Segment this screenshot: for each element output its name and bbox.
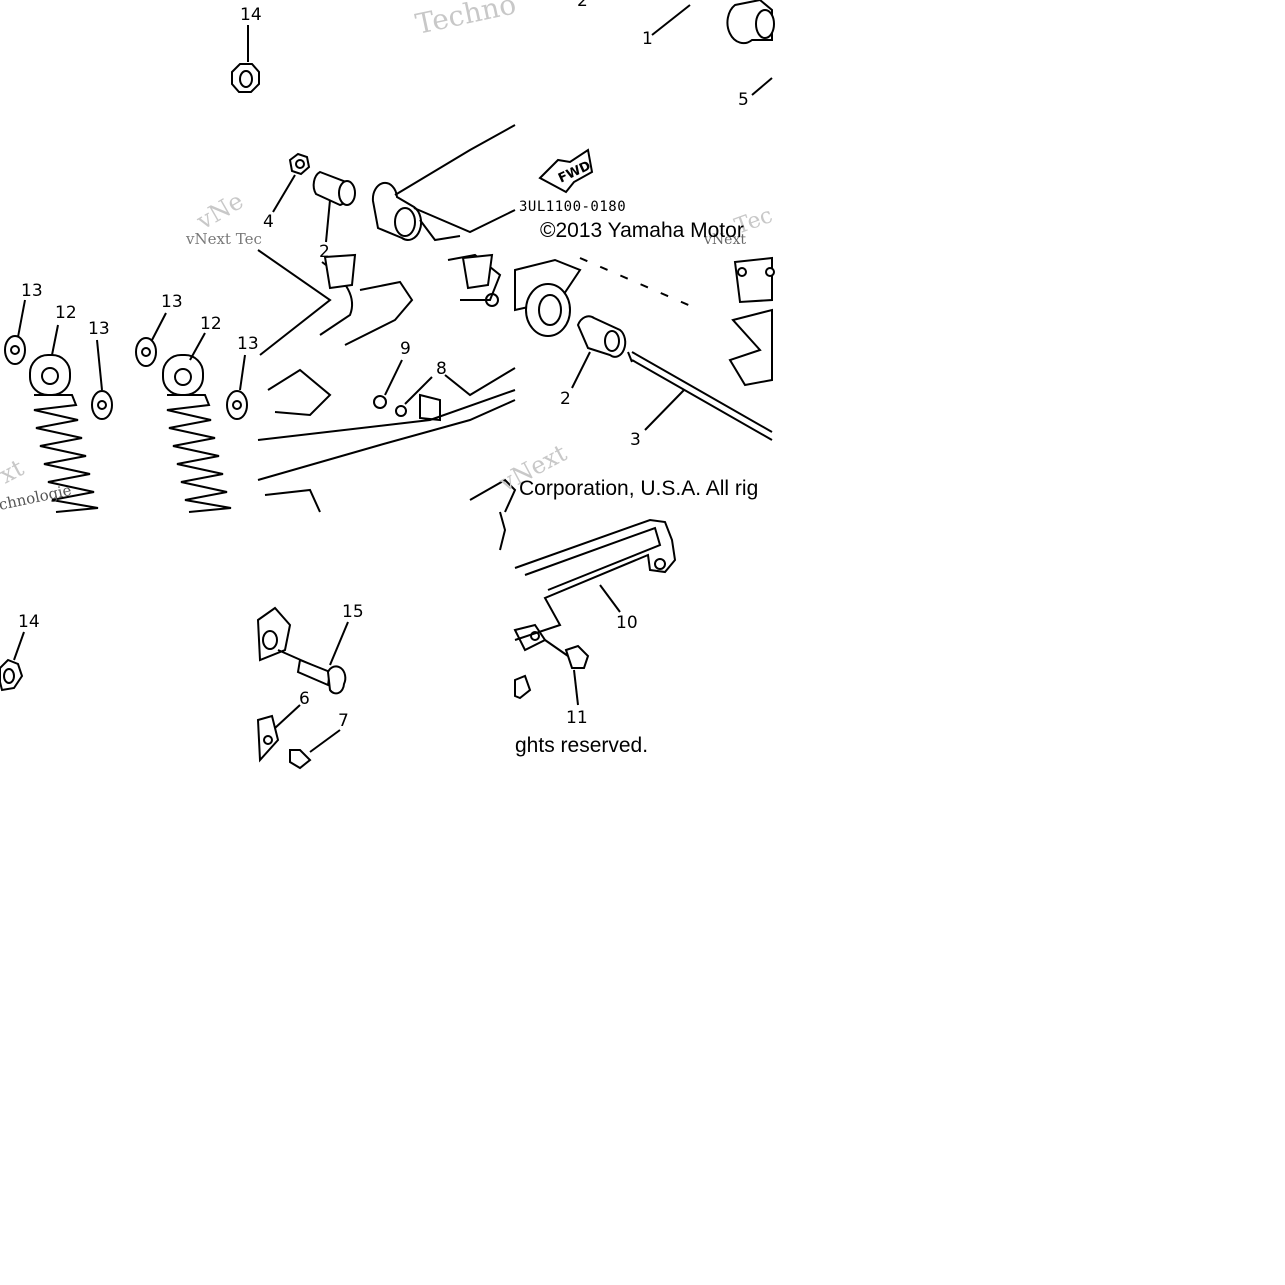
copyright-line-3: ghts reserved. <box>515 734 649 757</box>
chain-guard-bracket <box>499 511 677 706</box>
callout-labels: 14 2 1 5 4 2 13 12 13 13 12 13 9 8 2 3 1… <box>18 0 749 731</box>
callout-number: 7 <box>338 711 349 731</box>
callout-number: 9 <box>400 339 411 359</box>
callout-number: 14 <box>240 5 262 25</box>
svg-text:Techno: Techno <box>413 0 519 41</box>
callout-number: 5 <box>738 90 749 110</box>
damper-detail <box>323 253 494 417</box>
nut-part-lower <box>0 631 25 692</box>
callout-number: 2 <box>319 242 330 262</box>
svg-text:vNext: vNext <box>703 232 746 248</box>
callout-number: 2 <box>577 0 588 11</box>
callout-number: 10 <box>616 613 638 633</box>
svg-text:vNext Tec: vNext Tec <box>185 230 262 248</box>
svg-text:xt: xt <box>0 454 29 490</box>
callout-number: 3 <box>630 430 641 450</box>
callout-number: 15 <box>342 602 364 622</box>
callout-number: 13 <box>237 334 259 354</box>
copyright-line-2: Corporation, U.S.A. All rig <box>519 477 759 500</box>
swingarm-outline <box>257 124 517 513</box>
callout-number: 12 <box>200 314 222 334</box>
callout-number: 12 <box>55 303 77 323</box>
callout-number: 2 <box>560 389 571 409</box>
shock-absorber-right <box>135 312 248 513</box>
callout-number: 1 <box>642 29 653 49</box>
bushing-part <box>272 152 356 243</box>
bolt-assembly <box>256 606 349 770</box>
callout-number: 11 <box>566 708 588 728</box>
callout-number: 6 <box>299 689 310 709</box>
callout-number: 13 <box>161 292 183 312</box>
callout-number: 8 <box>436 359 447 379</box>
callout-number: 13 <box>88 319 110 339</box>
callout-number: 4 <box>263 212 274 232</box>
shock-absorber-left <box>4 299 113 513</box>
forward-arrow-icon: FWD <box>538 148 593 194</box>
watermark: Techno vNext Tec vNe xt chnologie vNext … <box>0 0 776 514</box>
callout-number: 14 <box>18 612 40 632</box>
svg-text:vNe: vNe <box>191 187 248 236</box>
callout-number: 13 <box>21 281 43 301</box>
pivot-shaft-assembly <box>514 256 775 441</box>
drawing-code: 3UL1100-0180 <box>519 199 626 215</box>
copyright-line-1: ©2013 Yamaha Motor <box>540 219 744 242</box>
nut-part <box>231 25 260 93</box>
pivot-collar-part <box>651 0 775 96</box>
